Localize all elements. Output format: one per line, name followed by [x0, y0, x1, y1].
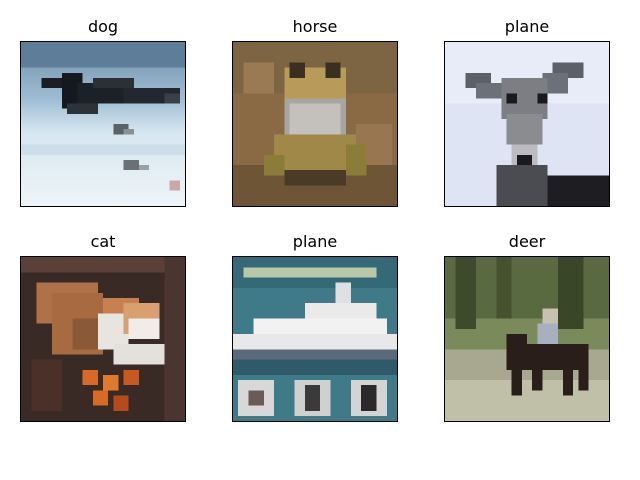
image-frame: [20, 41, 186, 207]
image-frame: [232, 41, 398, 207]
image-title: deer: [508, 232, 546, 251]
image-frame: [444, 256, 610, 422]
deer-thumbnail: [445, 42, 609, 206]
image-title: cat: [90, 232, 116, 251]
image-frame: [232, 256, 398, 422]
horse-rider-thumbnail: [445, 257, 609, 421]
image-title: plane: [504, 17, 550, 36]
airplane-thumbnail: [21, 42, 185, 206]
image-title: dog: [87, 17, 119, 36]
image-title: plane: [292, 232, 338, 251]
cat-thumbnail: [21, 257, 185, 421]
image-frame: [20, 256, 186, 422]
image-title: horse: [292, 17, 338, 36]
ship-thumbnail: [233, 257, 397, 421]
image-frame: [444, 41, 610, 207]
frog-thumbnail: [233, 42, 397, 206]
